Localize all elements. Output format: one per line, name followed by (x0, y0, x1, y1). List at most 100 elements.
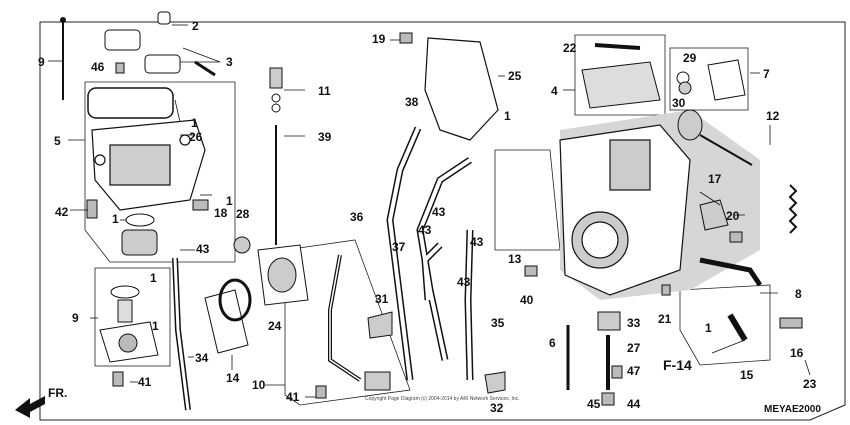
callout-1-7: 1 (504, 109, 511, 123)
callout-47: 47 (627, 364, 641, 378)
callout-38: 38 (405, 95, 419, 109)
callout-1-5: 1 (152, 319, 159, 333)
part-46 (115, 62, 125, 74)
callout-1-3: 1 (112, 212, 119, 226)
part-31 (367, 311, 393, 339)
part-gasket (87, 87, 174, 119)
callout-15: 15 (740, 368, 754, 382)
part-19 (399, 32, 413, 44)
group-box-7 (669, 47, 749, 111)
part-30 (678, 81, 692, 95)
callout-24: 24 (268, 319, 282, 333)
group-box-13 (494, 149, 561, 251)
callout-39: 39 (318, 130, 332, 144)
part-21 (661, 284, 671, 296)
callout-1-2: 1 (226, 194, 233, 208)
callout-34: 34 (195, 351, 209, 365)
callout-43-3: 43 (418, 223, 432, 237)
callout-1: 1 (191, 116, 198, 130)
part-18 (192, 199, 209, 211)
callout-9-2: 9 (72, 311, 79, 325)
part-tubes-inner (387, 127, 472, 381)
callout-5: 5 (54, 134, 61, 148)
group-box-15 (679, 284, 771, 366)
part-float-bowl (91, 119, 206, 211)
callout-16: 16 (790, 346, 804, 360)
part-15-tube (727, 313, 748, 342)
callout-44: 44 (627, 397, 641, 411)
callout-43: 43 (196, 242, 210, 256)
callout-32: 32 (490, 401, 504, 415)
callout-42: 42 (55, 205, 69, 219)
part-16 (779, 317, 803, 329)
part-41b (315, 385, 327, 399)
front-label: FR. (48, 386, 67, 400)
callout-22: 22 (563, 41, 577, 55)
callout-33: 33 (627, 316, 641, 330)
callout-19: 19 (372, 32, 386, 46)
callout-43-5: 43 (457, 275, 471, 289)
part-32 (484, 371, 506, 394)
part-link-10-inner (329, 254, 361, 381)
callout-7: 7 (763, 67, 770, 81)
leader-lines (48, 24, 811, 398)
part-44 (601, 392, 615, 406)
callout-4: 4 (551, 84, 558, 98)
callout-35: 35 (491, 316, 505, 330)
part-caps (104, 11, 216, 77)
callout-29: 29 (683, 51, 697, 65)
callout-20: 20 (726, 209, 740, 223)
group-box-link (284, 239, 411, 406)
part-rod-head (60, 17, 66, 23)
part-link-end (364, 371, 391, 391)
callout-25: 25 (508, 69, 522, 83)
callout-2: 2 (192, 19, 199, 33)
part-42 (86, 199, 98, 219)
part-22 (594, 43, 641, 50)
callout-9: 9 (38, 55, 45, 69)
callout-18: 18 (214, 206, 228, 220)
part-28 (233, 236, 251, 254)
part-carb-body (559, 124, 691, 296)
callout-43-4: 43 (470, 235, 484, 249)
diagram-code: MEYAE2000 (764, 404, 821, 415)
callout-17: 17 (708, 172, 722, 186)
part-11-ring-b (271, 103, 281, 113)
callout-30: 30 (672, 96, 686, 110)
part-11 (269, 67, 283, 89)
part-33 (597, 311, 621, 331)
callout-3: 3 (226, 55, 233, 69)
callout-6: 6 (549, 336, 556, 350)
copyright-text: Copyright Page Diagram (c) 2004-2014 by … (365, 396, 520, 402)
callout-21: 21 (658, 312, 672, 326)
callout-1-4: 1 (150, 271, 157, 285)
callout-28: 28 (236, 207, 250, 221)
callout-10: 10 (252, 378, 266, 392)
part-12-pulley (677, 109, 703, 141)
part-12-spring (788, 184, 798, 234)
callout-8: 8 (795, 287, 802, 301)
callout-36: 36 (350, 210, 364, 224)
callout-13: 13 (508, 252, 522, 266)
part-17 (699, 199, 729, 231)
part-8 (699, 257, 763, 287)
callout-12: 12 (766, 109, 780, 123)
front-arrow-icon (15, 396, 45, 418)
part-25 (424, 37, 499, 141)
part-14-ring (218, 278, 252, 322)
callout-37: 37 (392, 240, 406, 254)
part-11-ring-a (271, 93, 281, 103)
group-box-pump (94, 267, 171, 367)
part-7 (707, 59, 746, 101)
section-ref: F-14 (663, 357, 692, 373)
callout-45: 45 (587, 397, 601, 411)
frame-border (39, 21, 846, 421)
part-41 (112, 371, 124, 387)
callout-46: 46 (91, 60, 105, 74)
callout-41: 41 (138, 375, 152, 389)
part-20 (729, 231, 743, 243)
part-14-plate (204, 289, 249, 354)
